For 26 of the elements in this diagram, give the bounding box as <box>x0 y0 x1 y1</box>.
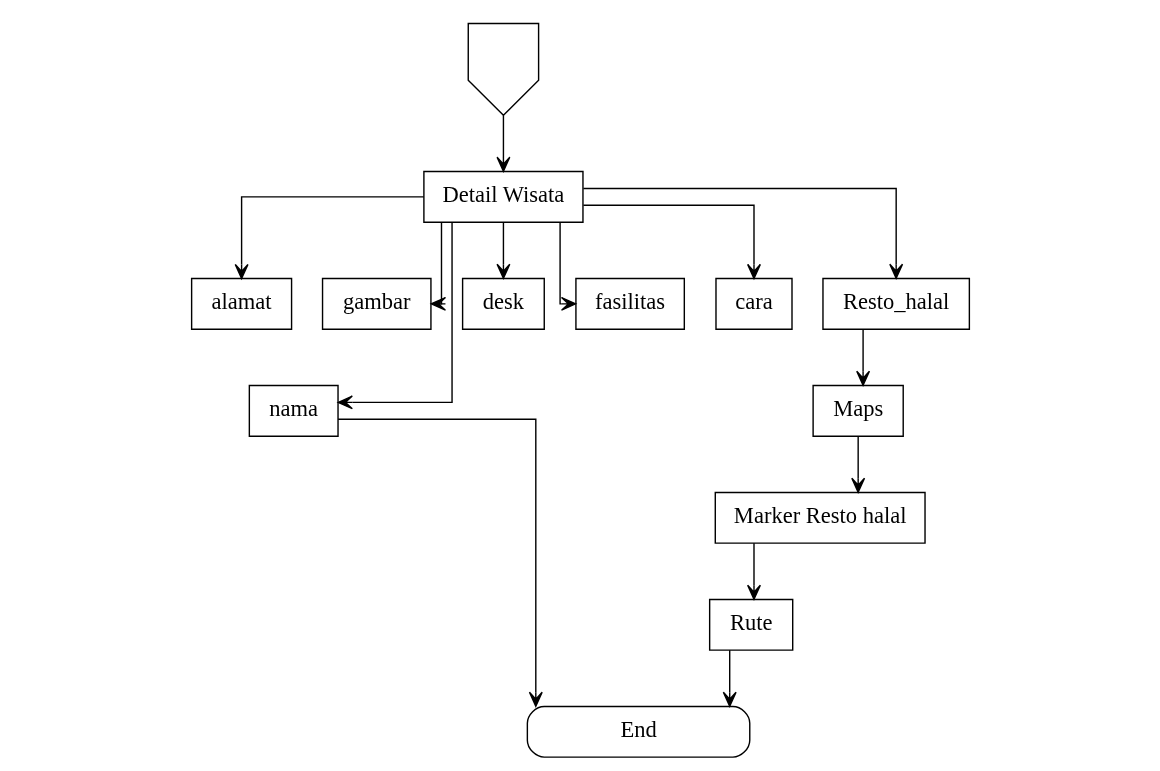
node-box: alamat <box>190 277 292 330</box>
arrow <box>430 221 446 311</box>
node-pentagon <box>467 22 539 117</box>
arrow <box>337 221 453 410</box>
arrow <box>722 649 737 707</box>
arrow <box>495 114 510 172</box>
node-box: Marker Resto halal <box>714 491 926 544</box>
arrow <box>558 221 576 311</box>
node-box: Resto_halal <box>821 277 970 330</box>
arrow <box>234 196 424 280</box>
arrow <box>850 435 865 493</box>
arrow <box>495 221 510 279</box>
arrow <box>746 542 761 600</box>
arrow <box>582 204 761 280</box>
arrow <box>336 418 543 707</box>
node-box: fasilitas <box>574 277 685 330</box>
node-box: End <box>526 705 750 758</box>
arrow <box>582 187 903 279</box>
node-box: Detail Wisata <box>422 170 584 223</box>
node-box: cara <box>714 277 793 330</box>
node-box: desk <box>461 277 545 330</box>
node-box: Maps <box>811 384 904 437</box>
node-box: nama <box>248 384 339 437</box>
node-box: Rute <box>708 598 793 651</box>
node-box: gambar <box>321 277 432 330</box>
arrow <box>855 328 870 386</box>
